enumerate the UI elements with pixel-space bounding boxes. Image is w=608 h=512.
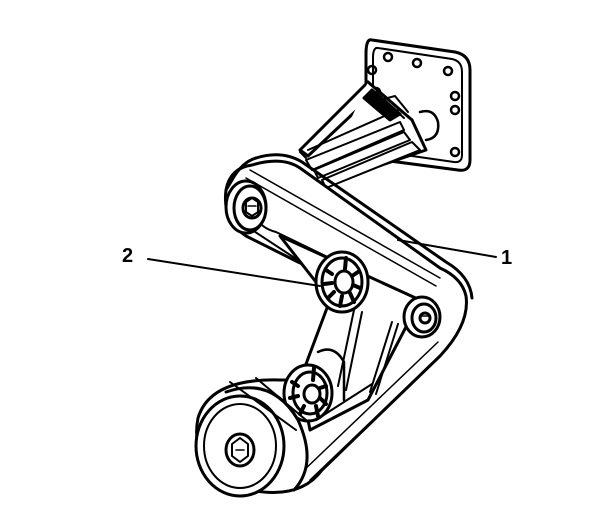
leader-line-2 [147, 258, 321, 287]
large-pulley [194, 377, 309, 498]
idler-pulley [314, 250, 370, 314]
mounting-bracket [298, 38, 472, 189]
callout-label-1: 1 [501, 247, 513, 269]
upper-left-pulley [224, 179, 268, 235]
leader-line-1 [397, 239, 497, 258]
right-pulley [402, 295, 442, 339]
callout-leader-lines [147, 239, 497, 287]
lower-idler-pulley [282, 348, 346, 423]
callout-label-2: 2 [122, 245, 134, 267]
